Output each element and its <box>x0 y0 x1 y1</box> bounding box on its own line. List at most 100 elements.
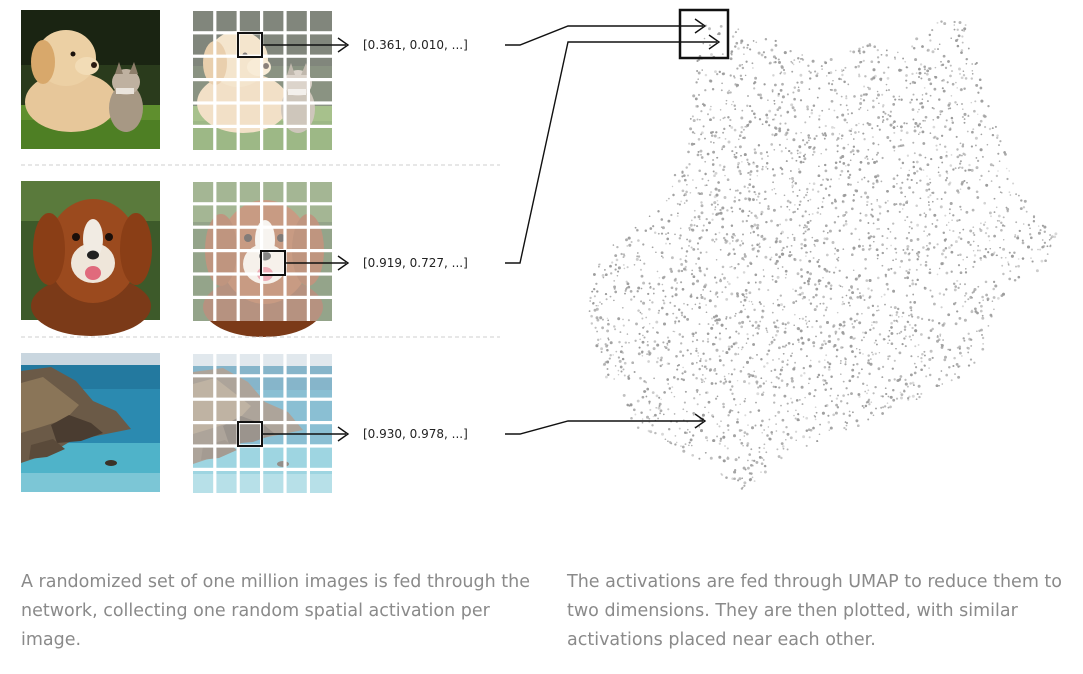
umap-point <box>971 73 974 75</box>
umap-point <box>922 119 925 122</box>
umap-point <box>887 88 891 92</box>
umap-point <box>886 118 889 121</box>
umap-point <box>731 392 734 395</box>
umap-point <box>893 378 896 381</box>
umap-point <box>976 196 980 199</box>
umap-point <box>941 63 945 66</box>
umap-point <box>872 414 875 417</box>
umap-point <box>769 258 772 261</box>
umap-point <box>878 351 881 354</box>
umap-point <box>681 372 684 375</box>
umap-point <box>843 302 846 305</box>
umap-point <box>740 154 742 157</box>
umap-point <box>919 179 922 182</box>
umap-point <box>900 167 902 169</box>
umap-point <box>791 106 795 110</box>
umap-point <box>852 246 856 250</box>
umap-point <box>939 156 943 159</box>
umap-point <box>733 200 736 203</box>
umap-point <box>857 181 859 183</box>
umap-point <box>967 168 971 172</box>
umap-point <box>683 174 686 177</box>
umap-point <box>801 291 804 295</box>
umap-point <box>925 248 928 251</box>
umap-point <box>852 199 855 202</box>
umap-point <box>924 225 927 229</box>
umap-point <box>850 285 853 289</box>
umap-point <box>794 417 797 420</box>
umap-point <box>882 71 886 75</box>
umap-point <box>778 386 781 389</box>
umap-point <box>835 69 837 72</box>
umap-point <box>964 294 966 297</box>
umap-point <box>731 210 734 213</box>
umap-point <box>818 265 821 268</box>
umap-point <box>976 330 978 333</box>
umap-point <box>858 351 862 355</box>
umap-point <box>897 51 899 54</box>
umap-point <box>756 223 760 227</box>
umap-point <box>866 109 869 112</box>
umap-point <box>919 263 922 266</box>
umap-point <box>954 167 957 170</box>
umap-point <box>680 314 684 317</box>
umap-point <box>730 265 733 268</box>
umap-point <box>700 201 703 204</box>
umap-point <box>808 146 811 149</box>
umap-point <box>945 176 949 180</box>
umap-point <box>692 179 694 181</box>
umap-point <box>685 199 688 202</box>
umap-point <box>909 301 912 304</box>
umap-point <box>757 195 760 198</box>
umap-point <box>1012 182 1015 185</box>
umap-point <box>712 158 715 162</box>
umap-point <box>808 182 811 185</box>
umap-point <box>954 373 956 376</box>
umap-point <box>737 332 740 335</box>
umap-point <box>923 87 926 89</box>
umap-point <box>642 301 646 305</box>
umap-point <box>726 447 729 450</box>
umap-point <box>753 191 756 194</box>
umap-point <box>724 445 726 447</box>
umap-point <box>664 438 667 441</box>
umap-point <box>772 181 774 184</box>
umap-point <box>980 304 983 308</box>
umap-point <box>834 330 838 334</box>
umap-point <box>622 368 625 371</box>
umap-point <box>962 74 966 77</box>
umap-point <box>777 58 780 61</box>
umap-point <box>763 365 766 368</box>
umap-point <box>756 226 759 230</box>
umap-point <box>854 131 857 134</box>
umap-point <box>836 311 839 314</box>
umap-point <box>876 218 880 221</box>
umap-point <box>924 115 928 119</box>
umap-point <box>798 155 801 159</box>
umap-point <box>761 309 765 313</box>
umap-point <box>760 53 764 57</box>
umap-point <box>785 147 787 149</box>
umap-point <box>636 290 639 293</box>
umap-point <box>763 237 767 241</box>
umap-point <box>939 110 943 113</box>
umap-point <box>963 318 967 322</box>
umap-point <box>708 193 712 197</box>
umap-point <box>763 305 765 307</box>
umap-point <box>817 190 820 193</box>
umap-point <box>677 269 681 273</box>
umap-point <box>876 151 880 155</box>
umap-point <box>915 37 919 41</box>
umap-point <box>747 162 751 166</box>
umap-point <box>676 202 679 205</box>
umap-point <box>941 344 944 347</box>
umap-point <box>913 362 916 365</box>
umap-point <box>744 125 746 128</box>
umap-point <box>774 57 777 60</box>
umap-point <box>829 71 833 75</box>
umap-point <box>802 154 806 158</box>
umap-point <box>905 86 908 89</box>
umap-point <box>849 317 853 321</box>
umap-point <box>669 242 671 245</box>
umap-point <box>862 93 866 96</box>
